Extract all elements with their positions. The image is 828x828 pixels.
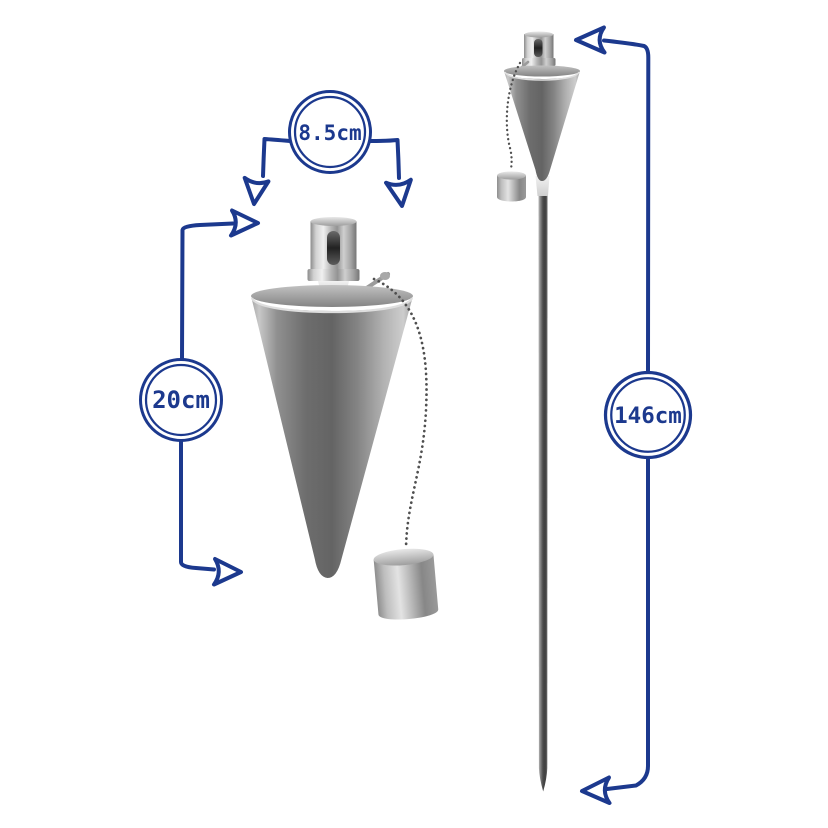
dimension-label: 8.5cm: [298, 121, 361, 145]
full-torch-cone-rim-interior: [504, 65, 580, 77]
snuffer-cap-body: [373, 554, 439, 620]
dimension-annotations: 8.5cm 20cm 146cm: [139, 25, 693, 805]
burner-height-leader-top: [180, 221, 235, 362]
dimension-circle-inner: [144, 363, 218, 437]
full-torch-snuffer-cap: [497, 171, 526, 202]
dimension-circle: [288, 90, 372, 174]
dimension-circle: [603, 370, 693, 460]
full-torch-snuffer-body: [497, 175, 526, 202]
arrow-left-icon: [580, 775, 612, 805]
burner-height-leader-bottom: [179, 439, 216, 572]
arrow-down-icon: [384, 177, 413, 208]
full-torch-cone: [504, 71, 580, 181]
wick-cap-top: [310, 217, 357, 226]
arrow-right-icon: [229, 208, 260, 238]
full-torch-wick-window: [534, 39, 543, 57]
wick-cap-lip: [307, 269, 360, 281]
arrow-left-icon: [574, 25, 607, 55]
wick-window: [327, 231, 340, 265]
full-torch-wick-cap-lip: [522, 58, 556, 66]
total-height-leader-top: [602, 38, 651, 373]
total-height-leader-bottom: [605, 457, 650, 791]
burner-closeup-image: [250, 217, 439, 620]
arrow-right-icon: [212, 557, 243, 587]
torch-cone: [251, 296, 413, 578]
pole-neck: [535, 176, 550, 196]
full-torch-cone-rim-highlight: [504, 71, 580, 81]
dimension-circle-inner: [610, 377, 686, 453]
dimension-total-height-annotation: 146cm: [574, 25, 693, 805]
dimension-circle: [139, 358, 223, 442]
arrow-down-icon: [242, 175, 271, 206]
snuffer-chain: [372, 277, 428, 550]
dimension-width-annotation: 8.5cm: [242, 90, 413, 208]
width-leader-right: [368, 138, 401, 180]
full-torch-snuffer-chain: [505, 61, 522, 172]
snuffer-cap-top: [373, 548, 434, 566]
ground-stake-pole: [538, 190, 548, 792]
full-torch-snuffer-top: [497, 171, 526, 180]
dimension-label: 20cm: [152, 386, 210, 414]
full-torch-wick-cap-top: [524, 31, 554, 38]
chain-clip-ball: [380, 272, 390, 280]
full-torch-image: [497, 31, 580, 792]
width-leader-left: [261, 137, 292, 178]
cone-rim-interior: [251, 285, 413, 307]
cone-rim-highlight: [250, 297, 414, 314]
dimension-burner-height-annotation: 20cm: [139, 208, 260, 587]
dimension-label: 146cm: [614, 403, 682, 429]
snuffer-cap: [373, 548, 439, 620]
dimension-circle-inner: [293, 95, 367, 169]
